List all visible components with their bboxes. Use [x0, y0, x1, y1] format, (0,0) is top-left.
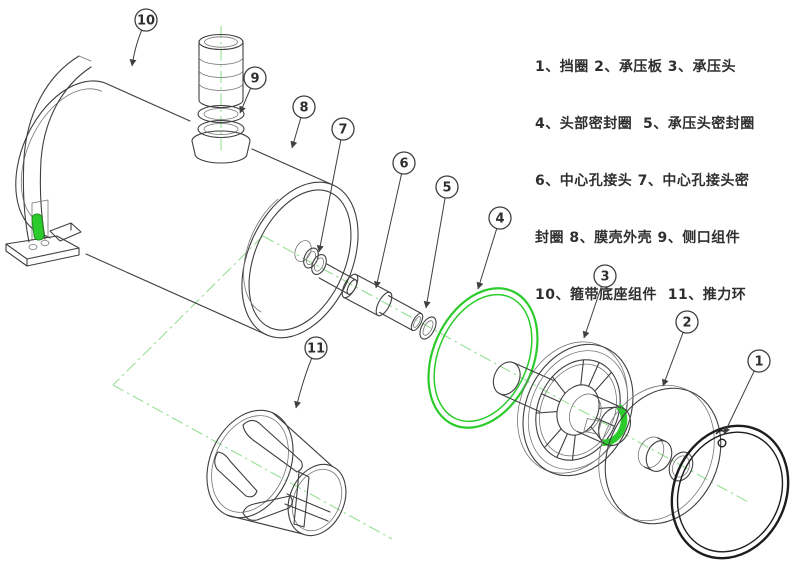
hub-front-face	[598, 406, 632, 447]
retaining-ring-outer	[670, 424, 790, 560]
svg-text:3: 3	[600, 270, 609, 285]
callout-2: 2	[662, 310, 699, 387]
retaining-ring-inner	[676, 431, 784, 553]
legend-line: 4、头部密封圈 5、承压头密封圈	[535, 116, 755, 132]
callout-6: 6	[374, 151, 416, 289]
svg-text:4: 4	[495, 212, 504, 227]
shell-opening-outer-rim	[241, 181, 359, 339]
hub-back-pipe	[499, 362, 555, 413]
port-seal-ring-lower	[197, 119, 245, 139]
svg-text:7: 7	[338, 123, 347, 138]
svg-text:11: 11	[307, 342, 325, 357]
connector-seal-ring	[419, 316, 437, 340]
thrust-ring-axis-centerline	[112, 384, 393, 540]
center-port-seal-rings	[294, 240, 327, 275]
shell-opening-inner-rim	[248, 189, 352, 331]
legend-line: 10、箍带底座组件 11、推力环	[535, 287, 747, 303]
legend-line: 6、中心孔接头 7、中心孔接头密	[535, 173, 750, 189]
svg-text:10: 10	[137, 14, 155, 29]
web-spokes	[535, 359, 621, 461]
svg-text:1: 1	[754, 355, 763, 370]
thrust-ring-slot	[242, 419, 303, 473]
pressure-head-rim	[522, 343, 634, 477]
thrust-ring-slot	[242, 495, 293, 521]
thrust-ring-front-rim	[287, 463, 347, 537]
retaining-ring	[670, 424, 790, 560]
callout-9: 9	[239, 66, 267, 114]
side-port-assembly	[191, 33, 251, 164]
callout-11: 11	[294, 336, 328, 409]
callout-4: 4	[476, 206, 512, 290]
center-hole-connector	[318, 263, 424, 332]
callout-8: 8	[290, 95, 316, 149]
svg-text:5: 5	[442, 181, 451, 196]
callout-5: 5	[423, 175, 459, 309]
strap-outer-edge	[22, 55, 80, 243]
membrane-shell	[15, 80, 359, 339]
callouts: 10 9 8 7 6 5 4	[129, 8, 771, 435]
svg-text:8: 8	[299, 101, 308, 116]
callout-3: 3	[582, 264, 617, 339]
strap-base-assembly	[5, 55, 92, 267]
thrust-ring	[206, 409, 347, 537]
callout-1: 1	[723, 349, 771, 435]
thrust-ring-cross-bars	[284, 471, 331, 528]
hub-seal-band-green	[601, 403, 628, 446]
svg-text:2: 2	[682, 316, 691, 331]
callout-10: 10	[129, 8, 158, 67]
pressure-head	[492, 341, 634, 477]
parts-legend: 1、挡圈 2、承压板 3、承压头 4、头部密封圈 5、承压头密封圈 6、中心孔接…	[535, 20, 791, 343]
plate-center-tube	[645, 440, 673, 472]
legend-line: 1、挡圈 2、承压板 3、承压头	[535, 59, 736, 75]
svg-text:6: 6	[399, 157, 408, 172]
callout-7: 7	[316, 117, 355, 253]
base-bolt-green	[31, 213, 45, 241]
centerlines	[112, 26, 749, 540]
offset-branch-centerline	[112, 235, 264, 386]
base-wedge	[49, 222, 82, 242]
main-axis-centerline	[262, 235, 749, 503]
retaining-ring-eyelet	[717, 438, 727, 448]
svg-text:9: 9	[250, 72, 259, 87]
port-seal-ring-upper	[197, 104, 245, 124]
port-boss-collar	[191, 130, 251, 164]
hub-keyway	[583, 418, 602, 435]
thrust-ring-slot	[214, 451, 258, 498]
legend-line: 封圈 8、膜壳外壳 9、侧口组件	[535, 230, 741, 246]
shell-dome-end	[15, 80, 106, 234]
pressure-plate-face	[604, 387, 722, 525]
